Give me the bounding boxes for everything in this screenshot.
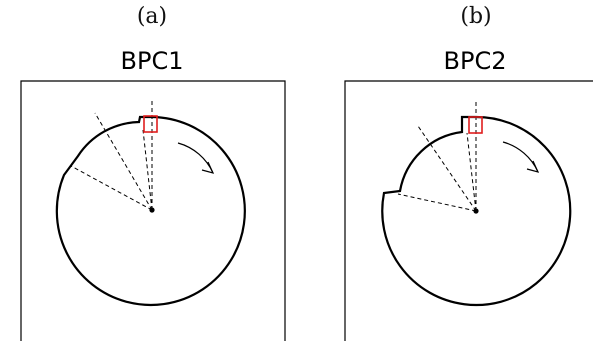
panel-a-dashed-line (142, 129, 153, 211)
panel-b-dashed-line (417, 125, 477, 212)
panel-a-title: BPC1 (120, 47, 184, 75)
panel-a-dashed-line (70, 165, 153, 211)
panel-b-center-dot (473, 208, 479, 214)
panel-b-arrowhead-icon (526, 160, 540, 173)
panel-b-title: BPC2 (443, 47, 507, 75)
panel-b-label: (b) (460, 4, 492, 29)
panel-b-spiral (381, 115, 572, 307)
panel-b-dashed-line (397, 193, 477, 212)
panel-a-dashed-line (94, 112, 153, 211)
panel-a-spiral (55, 115, 246, 307)
panel-a-arrowhead-icon (201, 161, 215, 174)
panel-b-highlight-box (468, 116, 483, 134)
panel-a-frame (20, 80, 286, 341)
panel-b-frame (344, 80, 593, 341)
panel-b-rotation-arrow (502, 141, 539, 173)
panel-a-rotation-arrow (177, 142, 214, 174)
panel-a-label: (a) (136, 4, 168, 29)
panel-b-dashed-line (466, 132, 477, 212)
panel-a-center-dot (149, 207, 155, 213)
panel-a-highlight-box (143, 115, 158, 133)
